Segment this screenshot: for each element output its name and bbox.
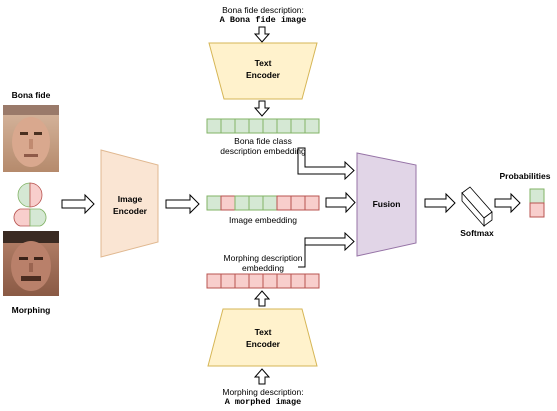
- arrow-bona-fide-embedding-to-fusion: [297, 147, 355, 181]
- probabilities-label: Probabilities: [499, 171, 551, 181]
- bona-fide-description-text: A Bona fide image: [219, 15, 307, 25]
- bona-fide-description-label: Bona fide description:: [222, 5, 304, 15]
- fusion-shape: [356, 152, 417, 257]
- morphing-description-text: A morphed image: [224, 397, 302, 407]
- bona-fide-face-label: Bona fide: [11, 90, 51, 100]
- morphing-embedding-label-2: embedding: [241, 263, 285, 273]
- morphing-embedding-label: Morphing description: [223, 253, 303, 263]
- text-encoder-bottom-label-2: Encoder: [245, 339, 280, 349]
- text-encoder-top-shape: [208, 42, 318, 100]
- text-encoder-bottom-label: Text: [254, 327, 272, 337]
- arrow-faces-to-image-encoder: [61, 193, 95, 215]
- bona-fide-embedding-label-2: description embedding: [220, 146, 306, 156]
- image-encoder-shape: [100, 149, 159, 258]
- bona-fide-embedding-label: Bona fide class: [234, 136, 292, 146]
- softmax-label: Softmax: [460, 228, 494, 238]
- arrow-text-encoder-to-bona-fide-embedding: [253, 100, 271, 117]
- morph-person-icon: [13, 182, 47, 227]
- softmax-shape: [461, 186, 493, 228]
- arrow-description-to-text-encoder-bottom: [253, 368, 271, 385]
- arrow-image-embedding-to-fusion: [325, 191, 356, 214]
- arrow-morphing-embedding-to-fusion: [298, 231, 355, 268]
- text-encoder-bottom-shape: [207, 308, 318, 367]
- image-encoder-label: Image: [117, 194, 143, 204]
- image-encoder-label-2: Encoder: [112, 206, 147, 216]
- image-embedding-vector: [206, 195, 320, 211]
- arrow-softmax-to-probabilities: [494, 192, 521, 214]
- fusion-label: Fusion: [372, 199, 401, 209]
- arrow-text-encoder-to-morphing-embedding: [253, 290, 271, 307]
- morphing-embedding-vector: [206, 273, 320, 289]
- arrow-image-encoder-to-image-embedding: [165, 193, 200, 215]
- text-encoder-top-label: Text: [254, 58, 272, 68]
- morphing-face-label: Morphing: [11, 305, 51, 315]
- arrow-fusion-to-softmax: [424, 192, 456, 214]
- bona-fide-embedding-vector: [206, 118, 320, 134]
- probabilities-vector: [529, 188, 545, 218]
- morphing-face-image: [3, 231, 59, 296]
- morphing-description-label: Morphing description:: [222, 387, 304, 397]
- text-encoder-top-label-2: Encoder: [245, 70, 280, 80]
- bona-fide-face-image: [3, 105, 59, 172]
- arrow-description-to-text-encoder-top: [253, 26, 271, 43]
- image-embedding-label: Image embedding: [228, 215, 298, 225]
